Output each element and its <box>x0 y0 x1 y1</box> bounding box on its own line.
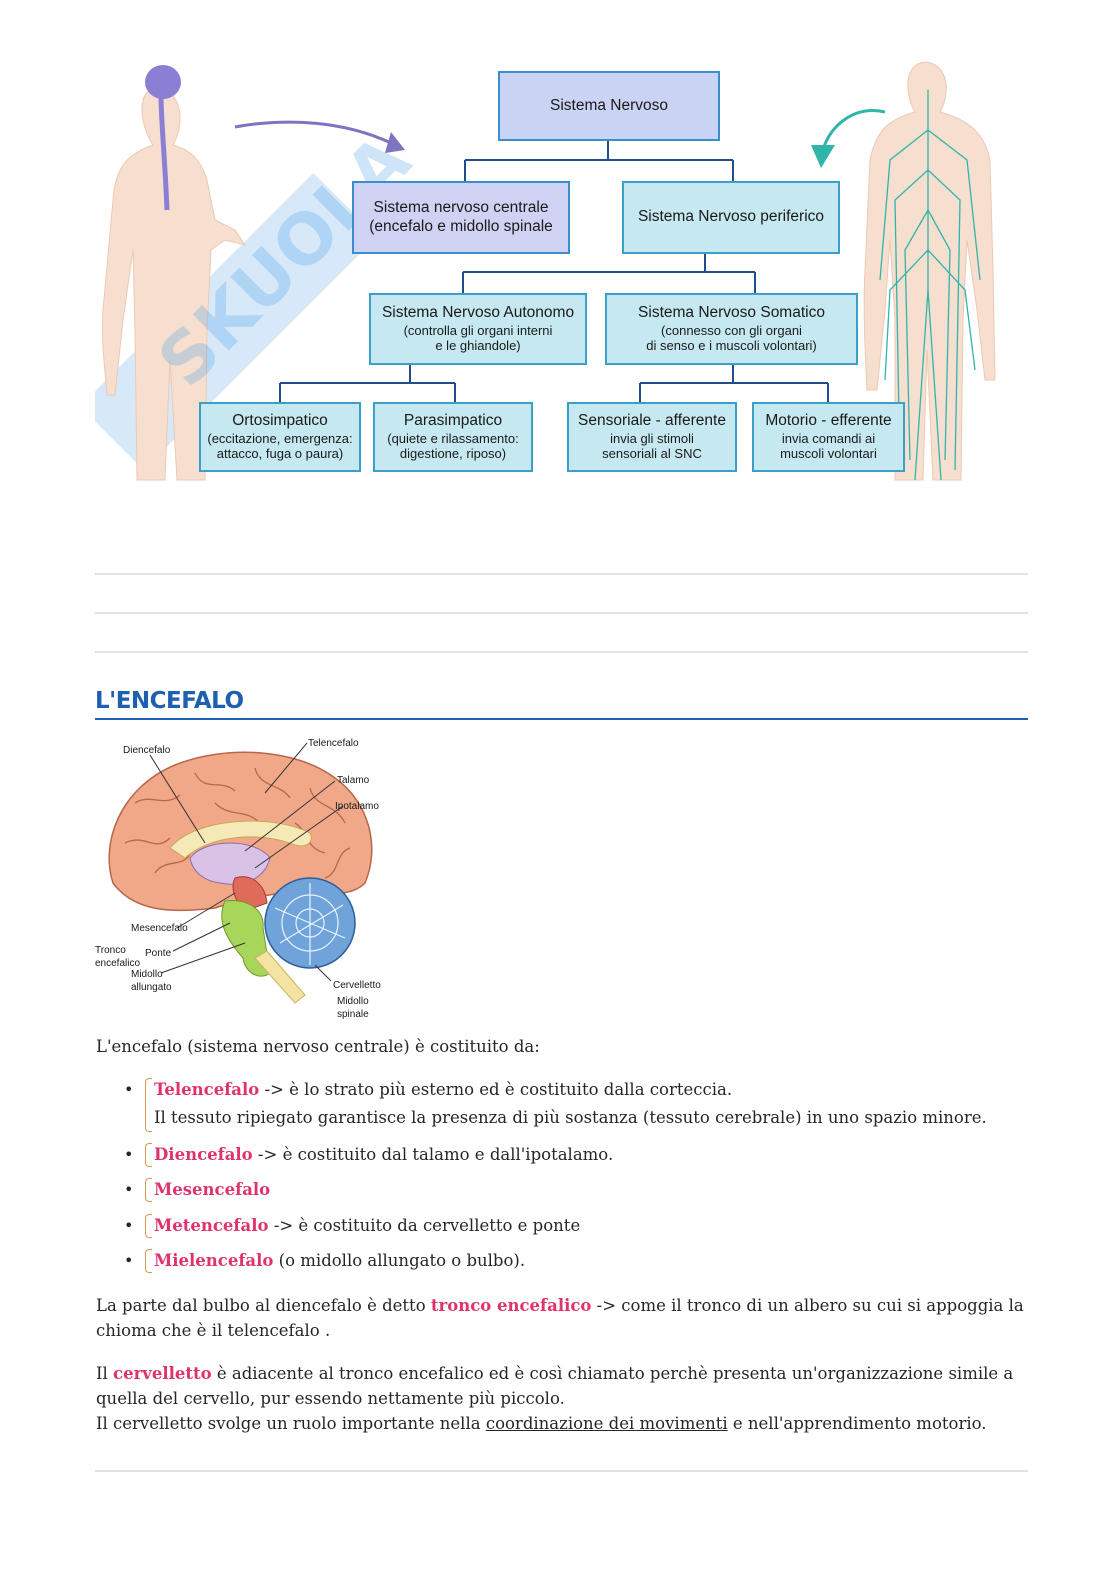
bullet: • <box>124 1080 134 1099</box>
term: Telencefalo <box>154 1080 260 1099</box>
term: Metencefalo <box>154 1216 269 1235</box>
heading-underline <box>95 718 1028 720</box>
desc: -> è costituito da cervelletto e ponte <box>268 1216 581 1235</box>
node-line: di senso e i muscoli volontari) <box>646 338 817 354</box>
label-tronco-line2: encefalico <box>95 957 141 969</box>
bracket <box>145 1178 152 1202</box>
node-line: (eccitazione, emergenza: <box>207 430 353 446</box>
node-line: invia gli stimoli <box>610 430 694 446</box>
paragraph-cervelletto: Il cervelletto è adiacente al tronco enc… <box>96 1364 1014 1433</box>
left-body-figure <box>101 65 405 481</box>
label-midollo-line2: allungato <box>131 981 172 993</box>
node-title: Sensoriale - afferente <box>578 412 726 430</box>
list-item: • Mielencefalo (o midollo allungato o bu… <box>124 1247 1024 1275</box>
divider <box>95 1470 1028 1472</box>
node-title: Sistema nervoso centrale <box>373 198 549 216</box>
node-line: (controlla gli organi interni <box>403 322 553 338</box>
term: Mielencefalo <box>154 1251 274 1270</box>
label-spinale-line1: Midollo <box>337 996 369 1007</box>
node-title: Sistema Nervoso Autonomo <box>381 304 575 322</box>
node-title: Sistema Nervoso periferico <box>637 208 825 226</box>
bullet: • <box>124 1251 134 1270</box>
node-title: Sistema Nervoso Somatico <box>638 304 825 322</box>
label-tronco-line1: Tronco <box>95 945 126 956</box>
node-sensoriale: Sensoriale - afferente invia gli stimoli… <box>567 402 737 472</box>
desc: (o midollo allungato o bulbo). <box>273 1251 526 1270</box>
node-line: digestione, riposo) <box>399 446 507 462</box>
term: Mesencefalo <box>154 1180 271 1199</box>
divider <box>95 612 1028 614</box>
term: Diencefalo <box>154 1145 253 1164</box>
label-telencefalo: Telencefalo <box>308 738 359 749</box>
node-line: (connesso con gli organi <box>661 322 802 338</box>
node-autonomo: Sistema Nervoso Autonomo (controlla gli … <box>369 293 587 365</box>
label-tronco: Tronco encefalico <box>95 945 140 970</box>
bracket <box>145 1143 152 1167</box>
desc-extra: Il tessuto ripiegato garantisce la prese… <box>154 1108 987 1127</box>
desc: -> è costituito dal talamo e dall'ipotal… <box>252 1145 614 1164</box>
label-talamo: Talamo <box>337 775 370 786</box>
node-sistema-nervoso: Sistema Nervoso <box>498 71 720 141</box>
brain-artwork <box>108 742 373 1004</box>
diagram-connectors <box>279 140 829 402</box>
node-ortosimpatico: Ortosimpatico (eccitazione, emergenza: a… <box>199 402 361 472</box>
label-cervelletto: Cervelletto <box>333 980 381 991</box>
label-midollo-spinale: Midollo spinale <box>337 996 369 1021</box>
node-line: sensoriali al SNC <box>602 446 702 462</box>
label-ipotalamo: Ipotalamo <box>335 801 379 812</box>
node-title: Motorio - efferente <box>765 412 892 430</box>
label-midollo-allungato: Midollo allungato <box>131 969 172 994</box>
node-line: invia comandi ai <box>781 430 876 446</box>
bracket <box>145 1214 152 1238</box>
divider <box>95 573 1028 575</box>
brain-figure: Diencefalo Telencefalo Talamo Ipotalamo … <box>95 733 385 1025</box>
highlight: cervelletto <box>113 1364 212 1383</box>
node-snc: Sistema nervoso centrale (encefalo e mid… <box>352 181 570 254</box>
list-item: • Metencefalo -> è costituito da cervell… <box>124 1212 1024 1240</box>
intro-text: L'encefalo (sistema nervoso centrale) è … <box>96 1037 540 1056</box>
paragraph-tronco: La parte dal bulbo al diencefalo è detto… <box>96 1296 1024 1340</box>
bullet: • <box>124 1180 134 1199</box>
desc: -> è lo strato più esterno ed è costitui… <box>259 1080 733 1099</box>
node-motorio: Motorio - efferente invia comandi ai mus… <box>752 402 905 472</box>
label-ponte: Ponte <box>145 948 172 959</box>
list-item: • Diencefalo -> è costituito dal talamo … <box>124 1141 1024 1169</box>
node-subtitle: (encefalo e midollo spinale <box>369 217 553 235</box>
node-title: Sistema Nervoso <box>549 96 668 114</box>
label-spinale-line2: spinale <box>337 1008 369 1020</box>
divider <box>95 651 1028 653</box>
bracket <box>145 1249 152 1273</box>
list-item: • Telencefalo -> è lo strato più esterno… <box>124 1076 1024 1134</box>
underlined-text: coordinazione dei movimenti <box>485 1414 728 1433</box>
node-line: attacco, fuga o paura) <box>216 446 344 462</box>
node-line: e le ghiandole) <box>435 338 521 354</box>
node-parasimpatico: Parasimpatico (quiete e rilassamento: di… <box>373 402 533 472</box>
label-midollo-line1: Midollo <box>131 969 163 980</box>
node-line: muscoli volontari <box>780 446 877 462</box>
highlight: tronco encefalico <box>430 1296 592 1315</box>
bullet: • <box>124 1145 134 1164</box>
section-heading: L'ENCEFALO <box>95 688 244 714</box>
label-diencefalo: Diencefalo <box>123 745 171 756</box>
node-title: Ortosimpatico <box>232 412 328 430</box>
bullet: • <box>124 1216 134 1235</box>
label-mesencefalo: Mesencefalo <box>131 923 188 934</box>
diagram-artwork <box>95 61 996 481</box>
nervous-system-diagram: SKUOLA Sistema Nervoso Sistema nervoso c… <box>95 50 1035 500</box>
node-somatico: Sistema Nervoso Somatico (connesso con g… <box>605 293 858 365</box>
bracket <box>145 1078 152 1132</box>
right-body-figure <box>811 61 996 481</box>
list-item: • Mesencefalo <box>124 1176 1024 1204</box>
node-title: Parasimpatico <box>403 412 503 430</box>
node-line: (quiete e rilassamento: <box>387 430 519 446</box>
node-snp: Sistema Nervoso periferico <box>622 181 840 254</box>
